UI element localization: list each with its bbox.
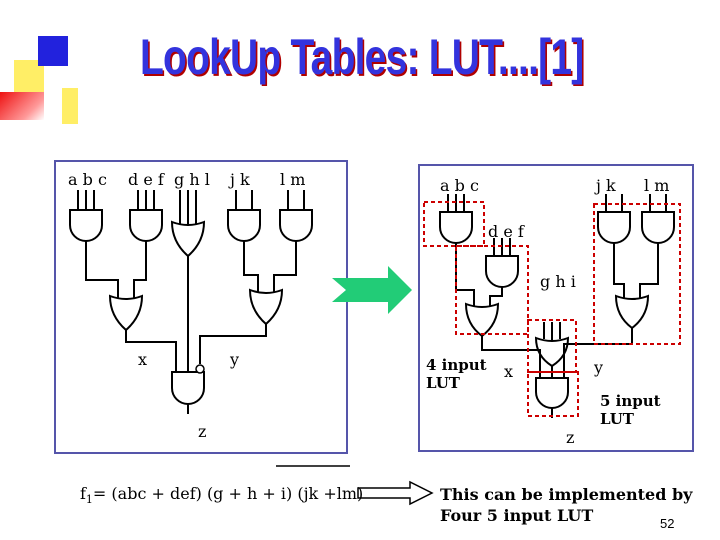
and-gate-abc: [69, 209, 103, 242]
right-lm-label: l m: [644, 176, 670, 195]
and-gate-final-right: [535, 377, 569, 409]
boolean-formula: f1= (abc + def) (g + h + i) (jk +lm): [80, 484, 364, 507]
or-gate-x-right: [464, 302, 500, 338]
conclusion-text: This can be implemented by Four 5 input …: [440, 485, 693, 525]
input-lm-label: l m: [280, 170, 306, 189]
lut-box-abc: [423, 201, 485, 247]
or-gate-ghl: [170, 220, 206, 258]
and-gate-lm-right: [641, 211, 675, 244]
and-gate-jk-right: [597, 211, 631, 244]
lut-box-final: [527, 371, 579, 417]
and-gate-def: [129, 209, 163, 242]
hollow-arrow: [357, 480, 434, 506]
and-gate-def-right: [485, 255, 519, 288]
x-label: x: [138, 350, 148, 369]
or-gate-y: [248, 288, 284, 326]
y-label: y: [230, 350, 240, 369]
right-z-label: z: [566, 428, 575, 447]
deco-blue-square: [38, 36, 68, 66]
deco-red-square: [0, 92, 44, 120]
right-ghi-label: g h i: [540, 272, 576, 291]
z-label: z: [198, 422, 207, 441]
right-abc-label: a b c: [440, 176, 479, 195]
green-arrow: [332, 266, 412, 314]
lut-box-def-x: [455, 245, 529, 335]
right-x-label: x: [504, 362, 514, 381]
input-jk-label: j k: [230, 170, 250, 189]
right-def-label: d e f: [488, 222, 524, 241]
and-gate-abc-right: [439, 211, 473, 244]
input-def-label: d e f: [128, 170, 164, 189]
and-gate-jk: [227, 209, 261, 242]
right-jk-label: j k: [596, 176, 616, 195]
or-gate-x: [108, 294, 144, 332]
lut5-label: 5 input LUT: [600, 392, 661, 428]
deco-yellow-bar: [62, 88, 78, 124]
page-number: 52: [660, 516, 675, 531]
and-gate-final: [171, 371, 205, 405]
right-y-label: y: [594, 358, 604, 377]
or-gate-y-right: [614, 294, 650, 330]
input-abc-label: a b c: [68, 170, 107, 189]
lut-box-ghi: [527, 319, 577, 373]
input-ghl-label: g h l: [174, 170, 210, 189]
and-gate-lm: [279, 209, 313, 242]
lut-box-jklm: [593, 203, 681, 345]
lut4-label: 4 input LUT: [426, 356, 487, 392]
